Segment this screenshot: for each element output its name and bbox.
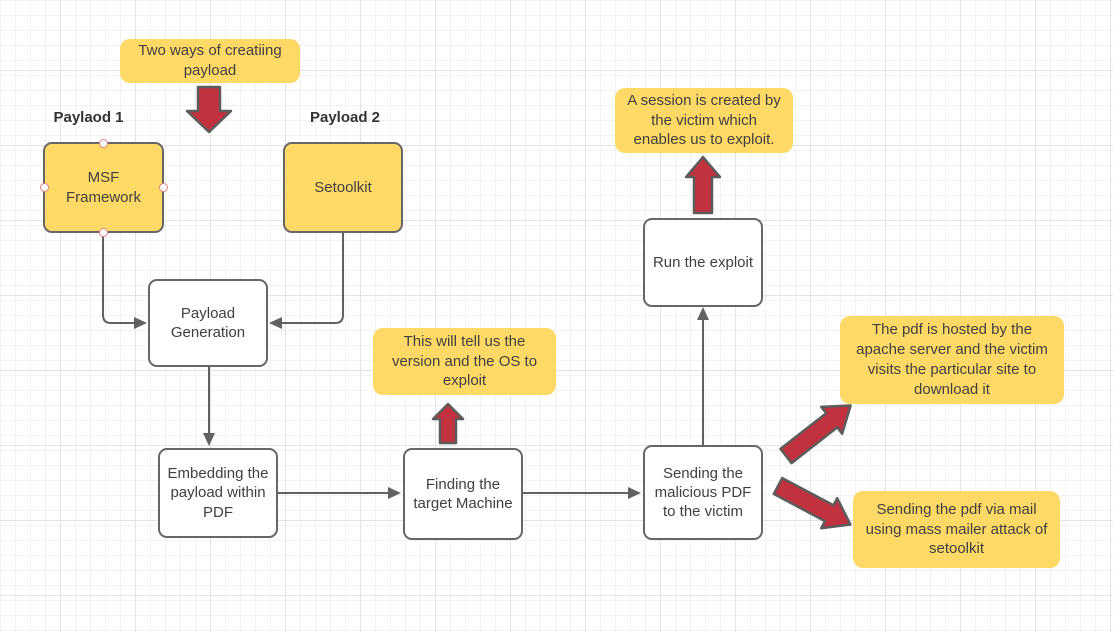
shape-embedding-payload-label: Embedding the payload within PDF	[167, 465, 269, 521]
connector-msf-to-payloadgen[interactable]	[102, 235, 147, 329]
note-mass-mail[interactable]: Sending the pdf via mail using mass mail…	[853, 491, 1060, 568]
label-payload-1[interactable]: Paylaod 1	[53, 109, 124, 126]
connection-point-left[interactable]	[39, 183, 49, 192]
red-block-arrow-up-right-icon[interactable]	[776, 392, 862, 469]
note-hosted[interactable]: The pdf is hosted by the apache server a…	[840, 316, 1064, 404]
shape-payload-generation-label: Payload Generation	[170, 304, 246, 341]
connection-point-bottom[interactable]	[99, 227, 108, 237]
shape-finding-target[interactable]: Finding the target Machine	[403, 448, 523, 540]
shape-sending-pdf[interactable]: Sending the malicious PDF to the victim	[643, 445, 763, 540]
label-payload-2[interactable]: Payload 2	[309, 109, 381, 126]
shape-finding-target-label: Finding the target Machine	[413, 475, 513, 512]
shape-msf-framework[interactable]: MSF Framework	[39, 138, 168, 237]
shape-embedding-payload[interactable]: Embedding the payload within PDF	[158, 448, 278, 538]
connector-embedding-to-finding[interactable]	[278, 487, 401, 499]
red-block-arrow-up-session-icon[interactable]	[684, 155, 722, 215]
connector-finding-to-sending[interactable]	[523, 487, 641, 499]
shape-run-exploit[interactable]: Run the exploit	[643, 218, 763, 307]
note-version-os[interactable]: This will tell us the version and the OS…	[373, 328, 556, 395]
connection-point-right[interactable]	[158, 183, 168, 192]
red-block-arrow-down-right-icon[interactable]	[770, 471, 858, 540]
connector-setoolkit-to-payloadgen[interactable]	[269, 233, 344, 329]
shape-payload-generation[interactable]: Payload Generation	[148, 279, 268, 367]
red-block-arrow-up-version-icon[interactable]	[431, 402, 465, 445]
shape-setoolkit-label: Setoolkit	[314, 178, 372, 196]
connector-sending-to-run[interactable]	[697, 307, 709, 445]
shape-sending-pdf-label: Sending the malicious PDF to the victim	[654, 464, 752, 521]
connection-point-top[interactable]	[99, 138, 108, 148]
connector-payloadgen-to-embedding[interactable]	[203, 367, 215, 446]
red-block-arrow-down-icon[interactable]	[185, 85, 233, 134]
note-session[interactable]: A session is created by the victim which…	[615, 88, 793, 153]
shape-msf-framework-label: MSF Framework	[65, 169, 141, 206]
shape-setoolkit[interactable]: Setoolkit	[283, 142, 403, 233]
shape-run-exploit-label: Run the exploit	[652, 253, 754, 271]
note-two-ways[interactable]: Two ways of creatiing payload	[120, 39, 300, 83]
